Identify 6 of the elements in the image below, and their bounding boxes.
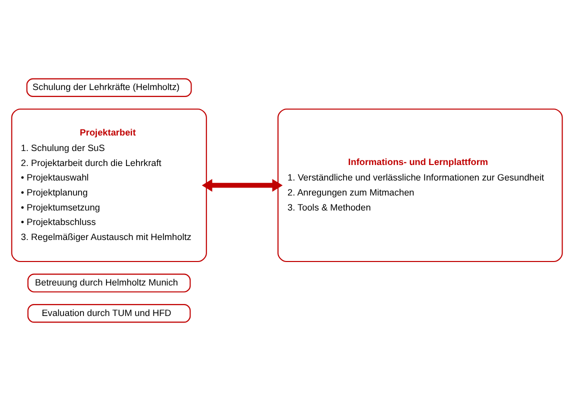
- node-box: Betreuung durch Helmholtz Munich: [27, 273, 191, 292]
- arrow: [202, 178, 283, 192]
- node-box: Projektarbeit 1. Schulung der SuS 2. Projektarbeit durch die Lehrkraft • Projektauswahl • Projektplanung • Projektumsetzung • Projektabschluss 3. Regelmäßiger Austausch mit Helmholtz: [11, 108, 207, 262]
- node-box: Schulung der Lehrkräfte (Helmholtz): [26, 78, 192, 96]
- node-box: Evaluation durch TUM und HFD: [27, 304, 191, 322]
- node-box: Informations- und Lernplattform 1. Verständliche und verlässliche Informationen zur Gesundheit 2. Anregungen zum Mitmachen 3. Tools & Methoden: [277, 108, 563, 262]
